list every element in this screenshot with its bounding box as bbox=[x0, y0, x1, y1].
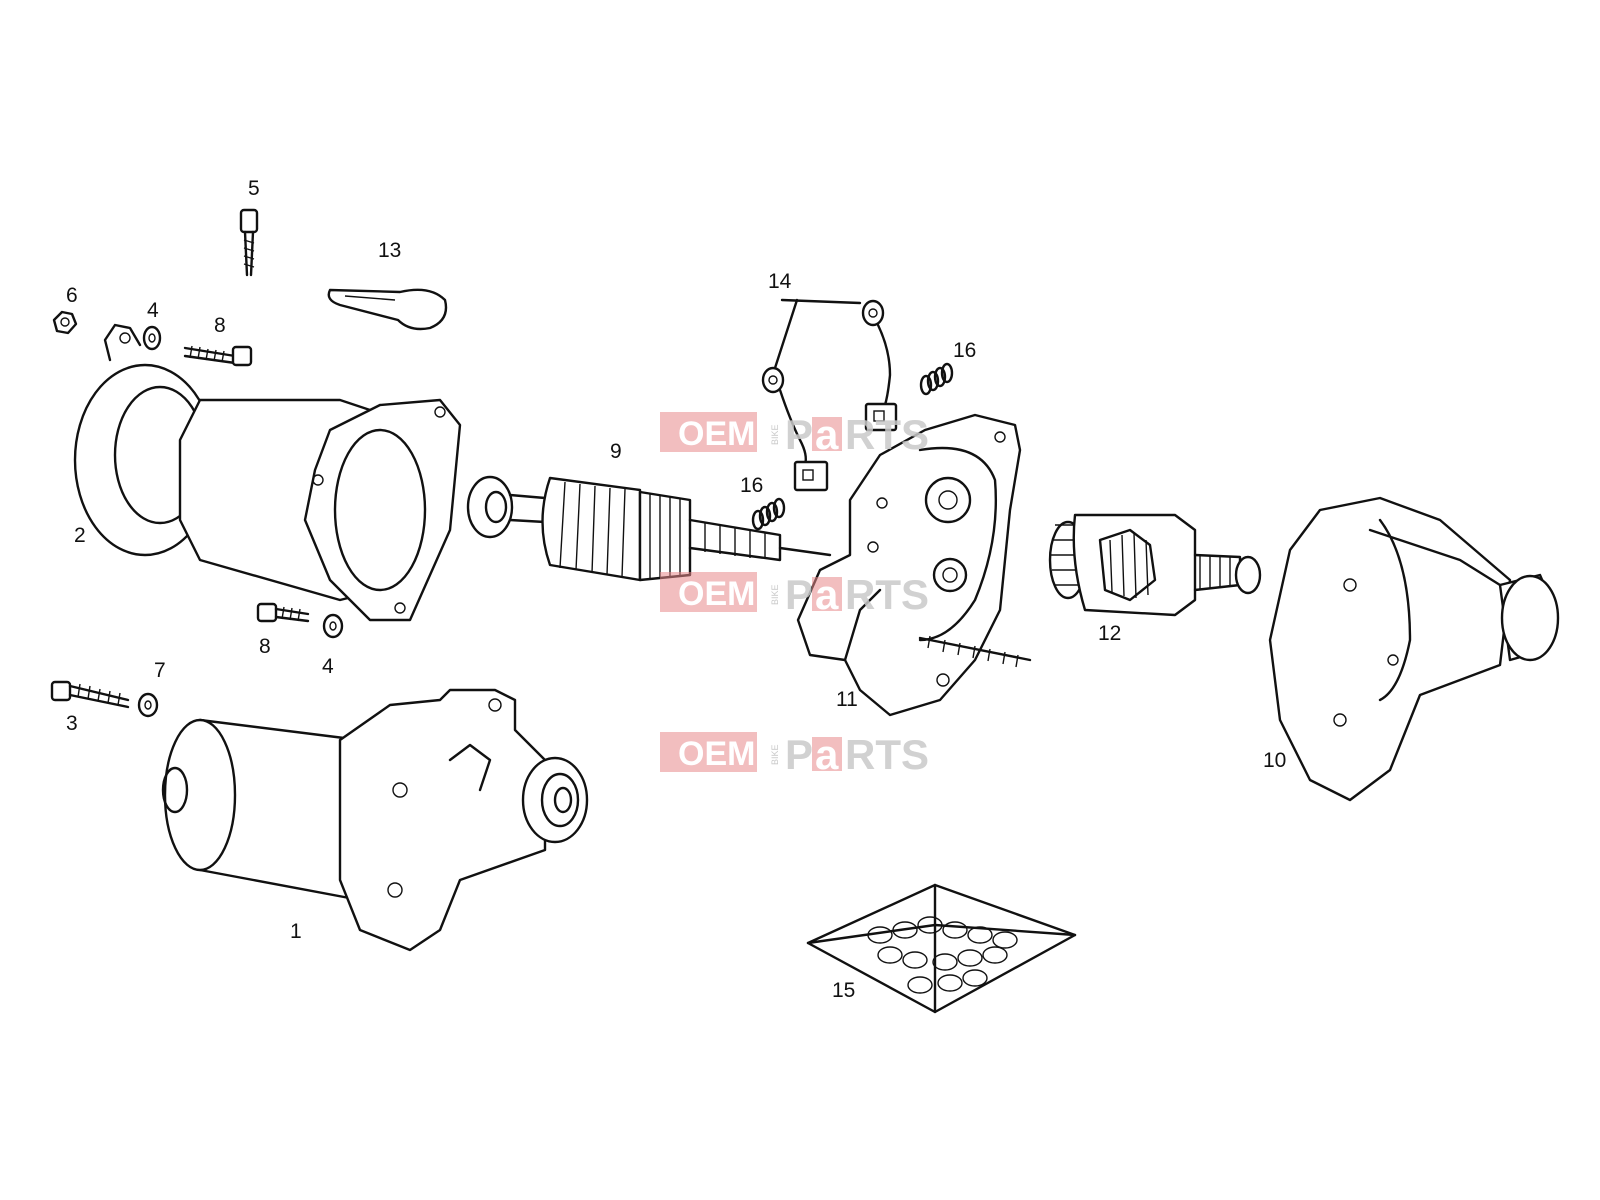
part-8-screw-top bbox=[183, 345, 253, 367]
part-7-washer bbox=[137, 692, 159, 718]
part-1-starter-motor bbox=[161, 688, 589, 952]
part-15-hardware-kit bbox=[806, 883, 1077, 1014]
part-12-drive-pinion bbox=[1048, 513, 1262, 617]
watermark-rts-text: RTS bbox=[845, 411, 929, 458]
part-4-washer-bottom bbox=[322, 613, 344, 639]
callout-8-bottom: 8 bbox=[259, 635, 271, 658]
callout-12: 12 bbox=[1098, 622, 1121, 645]
part-2-field-housing bbox=[73, 323, 462, 622]
watermark-p-text: P bbox=[785, 731, 813, 778]
part-6-nut bbox=[52, 310, 78, 335]
part-9-armature bbox=[466, 475, 832, 582]
watermark-rts-text: RTS bbox=[845, 571, 929, 618]
callout-7: 7 bbox=[154, 659, 166, 682]
callout-4-bottom: 4 bbox=[322, 655, 334, 678]
part-14-brushes bbox=[761, 298, 898, 492]
callout-11: 11 bbox=[836, 688, 858, 711]
watermark-rts-text: RTS bbox=[845, 731, 929, 778]
part-16-spring-upper bbox=[919, 362, 954, 396]
watermark-oem-text: OEM bbox=[678, 415, 755, 453]
part-16-spring-lower bbox=[751, 497, 786, 531]
callout-4-top: 4 bbox=[147, 299, 159, 322]
callout-14: 14 bbox=[768, 270, 792, 293]
part-10-drive-end-housing bbox=[1268, 496, 1560, 802]
callout-2: 2 bbox=[74, 524, 86, 547]
callout-13: 13 bbox=[378, 239, 401, 262]
callout-8-top: 8 bbox=[214, 314, 226, 337]
watermark-top: OEM BIKE P a RTS bbox=[660, 411, 929, 458]
watermark-oem-text: OEM bbox=[678, 575, 755, 613]
callout-6: 6 bbox=[66, 284, 78, 307]
part-11-brush-holder-plate bbox=[796, 413, 1032, 717]
callout-16-upper: 16 bbox=[953, 339, 976, 362]
watermark-a-text: a bbox=[815, 411, 839, 458]
part-3-bolt bbox=[50, 680, 130, 709]
watermark-bike-text: BIKE bbox=[770, 584, 780, 605]
watermark-middle: OEM BIKE P a RTS bbox=[660, 571, 929, 618]
callout-10: 10 bbox=[1263, 749, 1286, 772]
watermark-bottom: OEM BIKE P a RTS bbox=[660, 731, 929, 778]
watermark-bike-text: BIKE bbox=[770, 744, 780, 765]
watermark-bike-text: BIKE bbox=[770, 424, 780, 445]
part-8-screw-bottom bbox=[256, 602, 310, 623]
callout-1: 1 bbox=[290, 920, 302, 943]
callout-15: 15 bbox=[832, 979, 855, 1002]
part-4-washer-top bbox=[142, 325, 162, 351]
part-5-screw bbox=[239, 208, 259, 277]
watermark-p-text: P bbox=[785, 571, 813, 618]
watermark-p-text: P bbox=[785, 411, 813, 458]
watermark-oem-text: OEM bbox=[678, 735, 755, 773]
callout-16-lower: 16 bbox=[740, 474, 763, 497]
callout-9: 9 bbox=[610, 440, 622, 463]
watermark-a-text: a bbox=[815, 571, 839, 618]
callout-5: 5 bbox=[248, 177, 260, 200]
watermark-a-text: a bbox=[815, 731, 839, 778]
part-13-protective-cap bbox=[327, 288, 448, 331]
callout-3: 3 bbox=[66, 712, 78, 735]
